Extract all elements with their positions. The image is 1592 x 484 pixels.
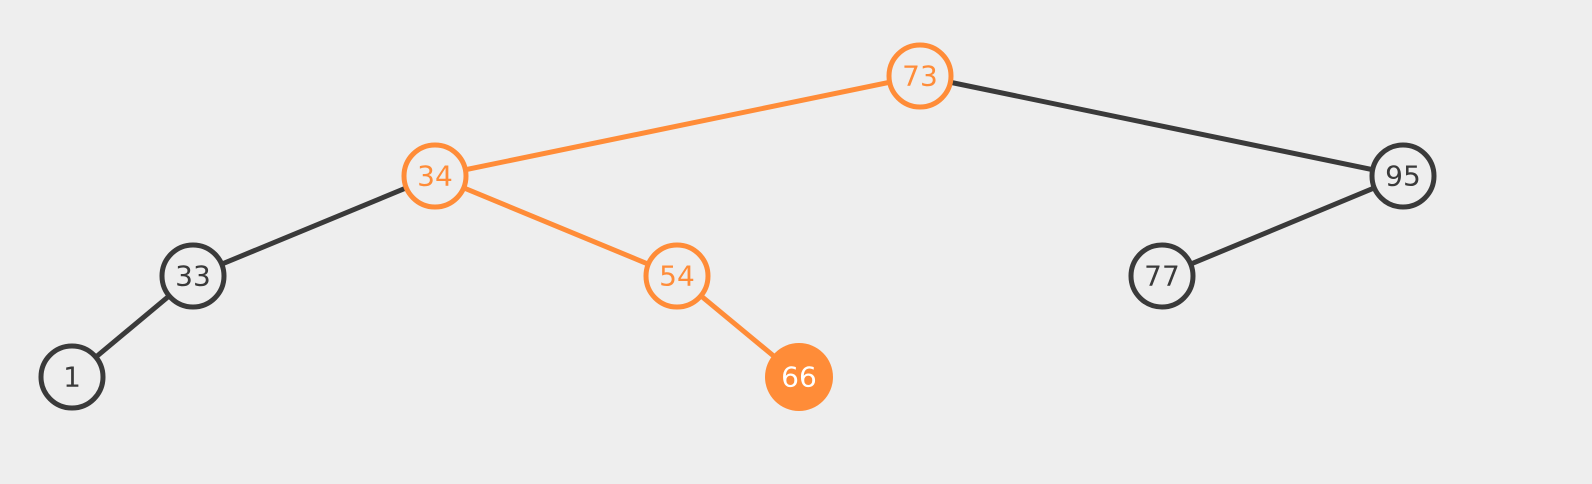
node-circle xyxy=(886,42,954,110)
tree-node-77[interactable]: 77 xyxy=(1128,242,1196,310)
tree-edges xyxy=(70,73,1404,379)
node-circle xyxy=(765,343,833,411)
edge-73-95 xyxy=(919,73,1404,179)
edge-95-77 xyxy=(1161,173,1404,279)
node-circle xyxy=(159,242,227,310)
tree-nodes: 73 34 95 33 54 77 1 66 xyxy=(38,42,1437,411)
edge-34-33 xyxy=(192,173,436,279)
node-label: 54 xyxy=(659,260,695,293)
node-label: 66 xyxy=(781,361,817,394)
node-label: 1 xyxy=(63,361,81,394)
tree-node-34[interactable]: 34 xyxy=(401,142,469,210)
edge-34-54 xyxy=(434,173,678,279)
tree-node-73[interactable]: 73 xyxy=(886,42,954,110)
node-circle xyxy=(401,142,469,210)
node-circle xyxy=(643,242,711,310)
tree-node-95[interactable]: 95 xyxy=(1369,142,1437,210)
node-label: 73 xyxy=(902,60,938,93)
node-circle xyxy=(1369,142,1437,210)
node-label: 33 xyxy=(175,260,211,293)
node-circle xyxy=(1128,242,1196,310)
node-label: 34 xyxy=(417,160,453,193)
node-circle xyxy=(38,343,106,411)
tree-node-1[interactable]: 1 xyxy=(38,343,106,411)
node-label: 95 xyxy=(1385,160,1421,193)
tree-node-66[interactable]: 66 xyxy=(765,343,833,411)
tree-node-33[interactable]: 33 xyxy=(159,242,227,310)
node-label: 77 xyxy=(1144,260,1180,293)
tree-node-54[interactable]: 54 xyxy=(643,242,711,310)
edge-73-34 xyxy=(434,73,921,179)
